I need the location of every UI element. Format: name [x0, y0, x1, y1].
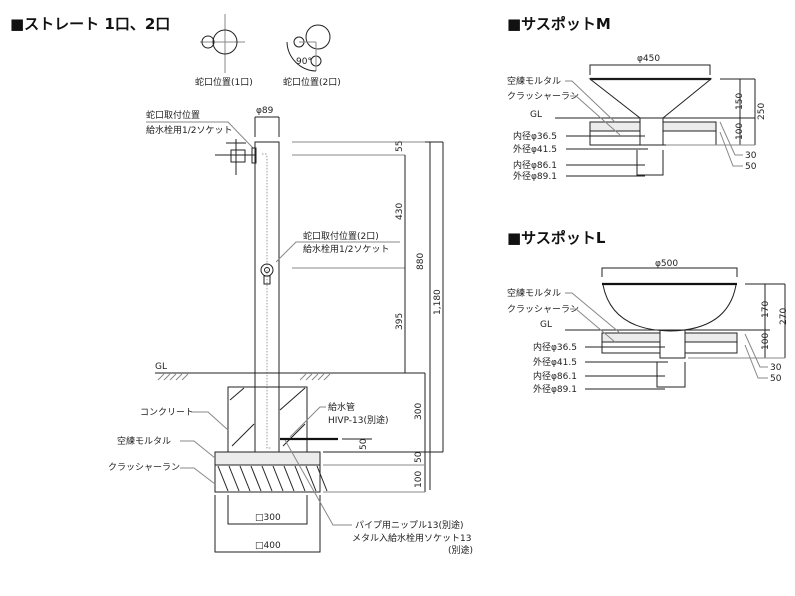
socket-label-2: 給水栓用1/2ソケット: [303, 243, 390, 255]
dim-300: 300: [414, 403, 424, 420]
hatch-line: [261, 465, 273, 492]
saspot-l-dim-270: 270: [779, 308, 789, 325]
straight-title: ■ストレート 1口、2口: [10, 15, 170, 33]
hatch-line: [283, 465, 295, 492]
saspot-l-inner-large: 内径φ86.1: [533, 370, 577, 382]
nipple-label: パイプ用ニップル13(別途): [355, 519, 463, 531]
dim-1180: 1,180: [433, 289, 443, 315]
saspot-l-outer-large: 外径φ89.1: [533, 383, 577, 395]
socket-metal-label: メタル入給水栓用ソケット13: [352, 532, 471, 544]
saspot-m-dim-100: 100: [735, 123, 745, 140]
hatch-line: [163, 373, 171, 381]
saspot-m-dim-150: 150: [735, 93, 745, 110]
angle-label: 90°: [296, 57, 312, 67]
hatch-line: [231, 423, 255, 447]
hatch-line: [250, 465, 262, 492]
hatch-line: [279, 387, 306, 411]
crusher-run-layer: [214, 464, 321, 493]
square-300-label: □300: [255, 513, 281, 523]
saspot-l-dim-100: 100: [761, 333, 771, 350]
gl-label: GL: [155, 362, 167, 372]
saspot-m-inner-large: 内径φ86.1: [513, 159, 557, 171]
hatch-line: [323, 373, 331, 381]
hatch-line: [175, 373, 183, 381]
saspot-l-bowl: [602, 284, 737, 332]
saspot-m-crusher: クラッシャーラン: [507, 91, 579, 102]
pipe-spec-label: HIVP-13(別途): [328, 414, 389, 426]
crusher-label: クラッシャーラン: [108, 462, 180, 473]
concrete-label: コンクリート: [140, 407, 194, 418]
spout-position-1-icon: [200, 14, 245, 73]
saspot-m-outer-large: 外径φ89.1: [513, 170, 557, 182]
dim-430: 430: [395, 203, 405, 220]
dim-395: 395: [395, 313, 405, 330]
spout-position-1-label: 蛇口位置(1口): [195, 76, 253, 88]
hatch-line: [169, 373, 177, 381]
saspot-m-dim-30: 30: [745, 151, 757, 161]
saspot-l-diameter: φ500: [655, 259, 678, 269]
square-400-label: □400: [255, 541, 281, 551]
dim-50-pipe: 50: [359, 438, 369, 450]
socket-metal-note: (別途): [448, 544, 473, 556]
saspot-m-section: ■サスポットM φ450 GL 150 250 100 30 50 空練モルタル…: [507, 15, 767, 182]
hatch-line: [239, 465, 251, 492]
hatch-line: [311, 373, 319, 381]
saspot-m-title: ■サスポットM: [507, 15, 611, 33]
mount-label-2: 蛇口取付位置(2口): [303, 230, 379, 242]
hatch-line: [181, 373, 189, 381]
saspot-l-dim-50: 50: [770, 374, 782, 384]
saspot-l-inner-small: 内径φ36.5: [533, 341, 577, 353]
hatch-line: [305, 465, 317, 492]
socket-label-1: 給水栓用1/2ソケット: [146, 124, 233, 136]
mount-label-1: 蛇口取付位置: [146, 109, 200, 121]
saspot-l-section: ■サスポットL φ500 GL 170 270 100 30 50 空練モルタル…: [507, 229, 789, 395]
saspot-l-gl: GL: [540, 320, 552, 330]
hatch-line: [316, 465, 328, 492]
dim-100: 100: [414, 471, 424, 488]
dim-50: 50: [414, 451, 424, 463]
hatch-line: [272, 465, 284, 492]
saspot-m-diameter: φ450: [637, 54, 660, 64]
saspot-l-dim-170: 170: [761, 301, 771, 318]
hatch-line: [317, 373, 325, 381]
mortar-label: 空練モルタル: [117, 435, 171, 447]
hatch-line: [228, 465, 240, 492]
dim-55: 55: [395, 141, 405, 152]
saspot-m-mortar: 空練モルタル: [507, 75, 561, 87]
saspot-l-mortar: 空練モルタル: [507, 287, 561, 299]
hatch-line: [294, 465, 306, 492]
dim-880: 880: [416, 253, 426, 270]
spout-position-2-icon: 90°: [286, 24, 331, 72]
hatch-line: [299, 373, 307, 381]
hatch-line: [157, 373, 165, 381]
pipe-label: 給水管: [328, 401, 355, 413]
saspot-l-crusher: クラッシャーラン: [507, 304, 579, 315]
hatch-line: [217, 465, 229, 492]
saspot-l-outer-small: 外径φ41.5: [533, 356, 577, 368]
saspot-m-outer-small: 外径φ41.5: [513, 143, 557, 155]
faucet-1-icon: [215, 139, 257, 175]
hatch-line: [229, 387, 245, 401]
spout-position-2-label: 蛇口位置(2口): [283, 76, 341, 88]
mortar-layer: [214, 451, 321, 466]
post-diameter: φ89: [256, 106, 274, 116]
saspot-m-gl: GL: [530, 110, 542, 120]
saspot-m-bowl: [588, 78, 713, 119]
faucet-2-icon: [260, 263, 274, 285]
saspot-l-dim-30: 30: [770, 363, 782, 373]
saspot-m-socket: [639, 117, 664, 146]
saspot-m-inner-small: 内径φ36.5: [513, 130, 557, 142]
saspot-l-socket: [659, 329, 686, 359]
saspot-l-title: ■サスポットL: [507, 229, 606, 247]
straight-section: ■ストレート 1口、2口 蛇口位置(1口) 90° 蛇口位置(2口) φ89 蛇…: [10, 14, 473, 556]
saspot-m-dim-250: 250: [757, 103, 767, 120]
saspot-m-dim-50: 50: [745, 162, 757, 172]
hatch-line: [305, 373, 313, 381]
